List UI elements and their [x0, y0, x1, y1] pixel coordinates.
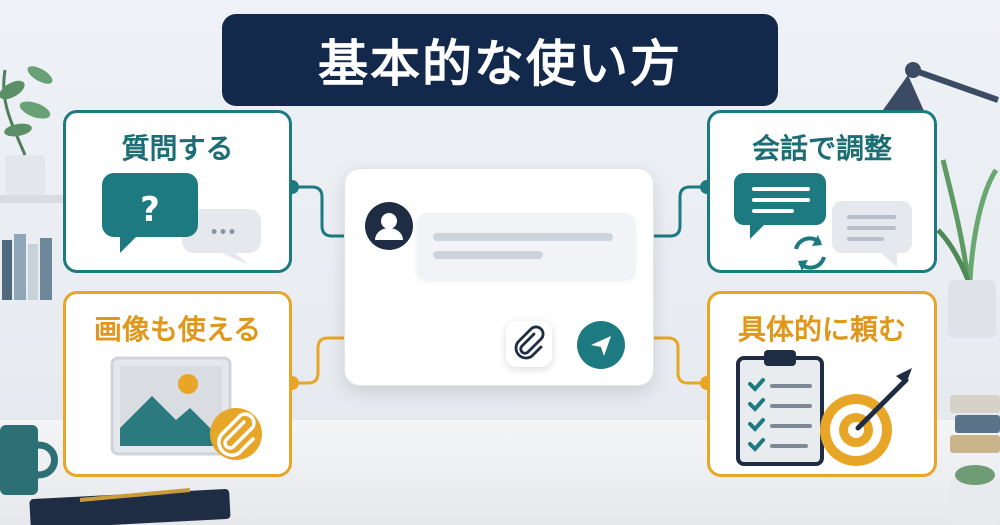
card-ask-title: 質問する — [121, 132, 234, 165]
card-specific-title: 具体的に頼む — [737, 313, 906, 346]
message-line-2 — [433, 251, 543, 259]
paperclip-icon — [514, 325, 545, 360]
question-bubbles-icon: ? ••• — [102, 173, 261, 265]
bookshelf-books-icon — [2, 234, 52, 300]
card-adjust: 会話で調整 — [707, 110, 937, 273]
plant-right-icon — [936, 159, 999, 338]
image-attachment-icon — [110, 356, 262, 460]
background-shelf — [0, 195, 70, 203]
message-bubble — [417, 213, 635, 279]
attach-button[interactable] — [506, 321, 552, 367]
card-ask: 質問する ? ••• — [63, 110, 292, 273]
send-arrow-icon — [591, 336, 611, 356]
ellipsis-text: ••• — [210, 225, 237, 241]
coffee-mug-icon — [0, 425, 58, 495]
stacked-books-icon — [950, 395, 1000, 525]
card-specific: 具体的に頼む — [707, 291, 937, 477]
card-adjust-title: 会話で調整 — [751, 132, 892, 165]
send-button[interactable] — [577, 321, 625, 369]
chat-window — [344, 168, 654, 386]
plant-left-icon — [0, 66, 53, 195]
question-mark: ? — [140, 190, 160, 230]
user-avatar-icon — [365, 202, 413, 250]
conversation-refresh-icon — [734, 173, 912, 271]
checklist-target-icon — [736, 350, 912, 466]
card-image: 画像も使える — [63, 291, 292, 477]
message-line-1 — [433, 233, 613, 241]
notebook-pen-icon — [29, 488, 231, 525]
page-title: 基本的な使い方 — [222, 14, 778, 106]
card-image-title: 画像も使える — [93, 313, 262, 346]
